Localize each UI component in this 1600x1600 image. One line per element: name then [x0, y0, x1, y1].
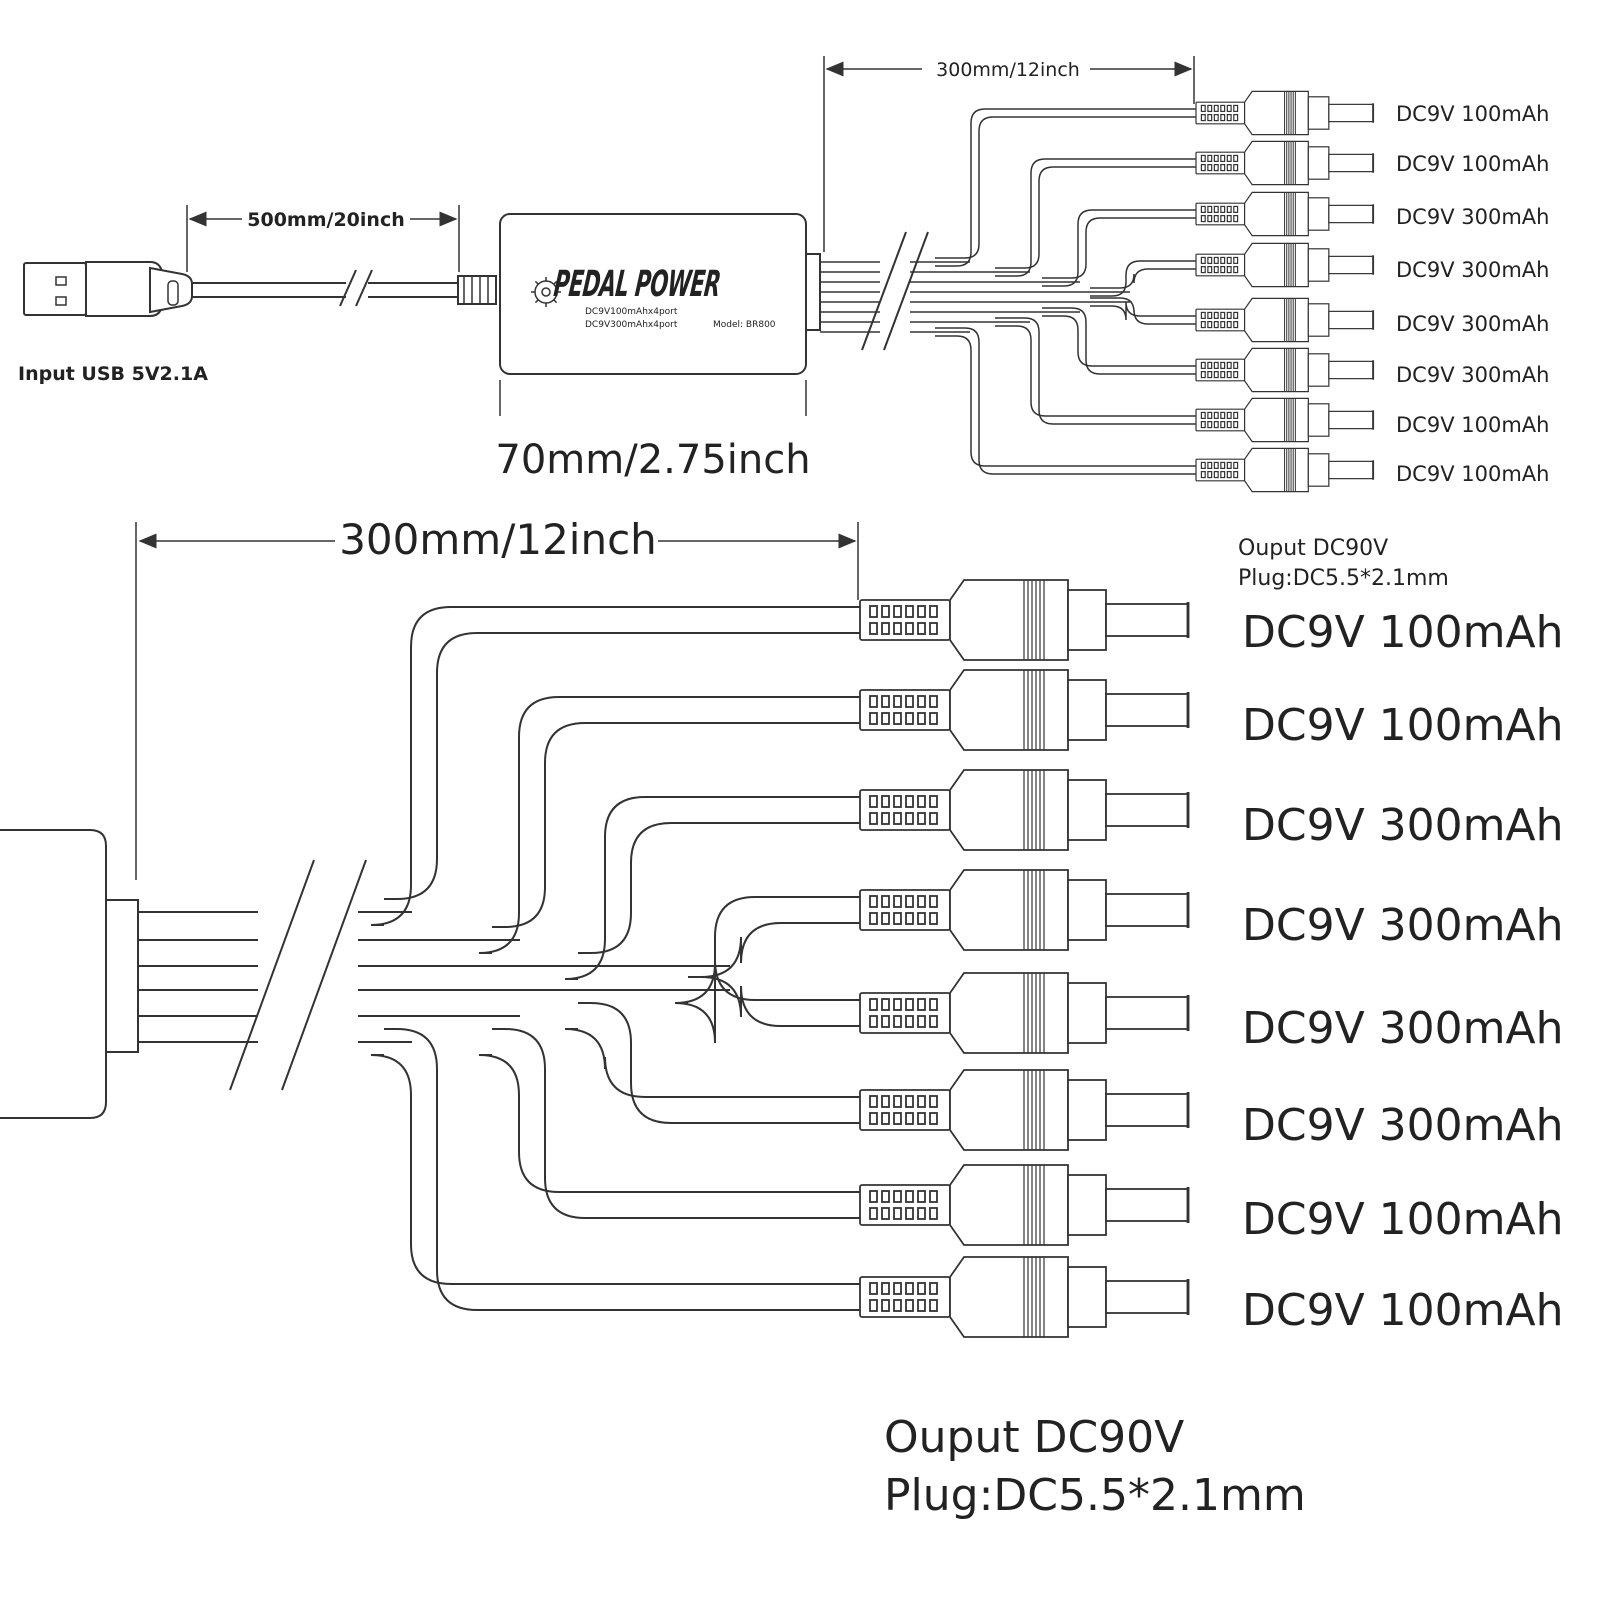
box-width-dimension: 70mm/2.75inch — [495, 380, 811, 483]
top-output-label: DC9V 300mAh — [1396, 205, 1549, 229]
box-model: Model: BR800 — [713, 320, 776, 330]
branch-dimension-detail: 300mm/12inch — [135, 515, 859, 880]
caption-line-2: Plug:DC5.5*2.1mm — [884, 1470, 1306, 1521]
brand-logo: PEDAL POWER — [552, 263, 722, 305]
branch-length-label-top: 300mm/12inch — [936, 59, 1080, 81]
detail-output-label: DC9V 100mAh — [1242, 700, 1564, 751]
top-output-label: DC9V 300mAh — [1396, 363, 1549, 387]
detail-plugs — [859, 579, 1190, 1338]
dc-plug — [1195, 297, 1375, 343]
top-output-label: DC9V 100mAh — [1396, 413, 1549, 437]
top-output-labels: DC9V 100mAh DC9V 100mAh DC9V 300mAh DC9V… — [1396, 102, 1549, 486]
detail-box — [0, 829, 139, 1119]
overview-diagram: 500mm/20inch Input USB 5V2.1A PEDAL POWE… — [18, 56, 1549, 493]
usb-cable — [192, 269, 497, 307]
cable-branch — [935, 327, 1196, 475]
detail-output-label: DC9V 300mAh — [1242, 800, 1564, 851]
caption-line-1: Ouput DC90V — [884, 1412, 1184, 1463]
cable-branch — [1090, 260, 1196, 297]
gear-icon — [531, 277, 561, 307]
usb-cable-dimension: 500mm/20inch — [186, 205, 460, 272]
dc-plug — [859, 1164, 1190, 1246]
cable-branch — [370, 1028, 860, 1311]
box-spec-line-2: DC9V300mAhx4port — [585, 320, 678, 330]
cable-branch — [1090, 297, 1196, 325]
cable-branch — [478, 696, 860, 954]
usb-plug — [23, 261, 193, 317]
dc-plug — [1195, 447, 1375, 493]
usb-input-label: Input USB 5V2.1A — [18, 363, 208, 385]
cable-branch — [935, 108, 1196, 267]
branch-dimension-top: 300mm/12inch — [823, 56, 1195, 252]
detail-trunk — [138, 859, 730, 1091]
dc-plug — [859, 579, 1190, 661]
top-output-label: DC9V 300mAh — [1396, 258, 1549, 282]
dc-plug — [859, 1256, 1190, 1338]
top-output-label: DC9V 100mAh — [1396, 462, 1549, 486]
top-branches — [935, 108, 1196, 475]
cable-branch — [478, 1028, 860, 1219]
cable-branch — [674, 896, 860, 1004]
cable-branch — [1042, 307, 1196, 375]
dc-plug — [1195, 397, 1375, 443]
top-trunk — [820, 231, 1130, 351]
dc-plug — [859, 669, 1190, 751]
dc-plug — [1195, 191, 1375, 237]
dc-plug — [1195, 347, 1375, 393]
dc-plug — [859, 869, 1190, 951]
top-output-label: DC9V 100mAh — [1396, 102, 1549, 126]
top-output-label: DC9V 100mAh — [1396, 152, 1549, 176]
dc-plug — [1195, 90, 1375, 136]
cable-branch — [1042, 209, 1196, 287]
box-width-label: 70mm/2.75inch — [495, 437, 810, 483]
detail-output-label: DC9V 300mAh — [1242, 1003, 1564, 1054]
detail-diagram: 300mm/12inch Ouput DC90V Plug:DC5.5*2.1m… — [0, 515, 1564, 1521]
cable-branch — [995, 158, 1196, 277]
detail-output-label: DC9V 300mAh — [1242, 1100, 1564, 1151]
dc-plug — [1195, 242, 1375, 288]
detail-output-label: DC9V 100mAh — [1242, 1194, 1564, 1245]
cable-branch — [564, 1002, 860, 1124]
small-caption-line-2: Plug:DC5.5*2.1mm — [1238, 566, 1449, 591]
splitter-box: PEDAL POWER DC9V100mAhx4port DC9V300mAhx… — [499, 213, 821, 375]
detail-output-labels: DC9V 100mAh DC9V 100mAh DC9V 300mAh DC9V… — [1242, 607, 1564, 1336]
dc-plug — [859, 1069, 1190, 1151]
cable-branch — [674, 959, 860, 1044]
usb-cable-length-label: 500mm/20inch — [247, 209, 404, 231]
box-spec-line-1: DC9V100mAhx4port — [585, 307, 678, 317]
cable-branch — [995, 317, 1196, 425]
dc-plug — [859, 972, 1190, 1054]
top-output-label: DC9V 300mAh — [1396, 312, 1549, 336]
small-caption-line-1: Ouput DC90V — [1238, 536, 1388, 561]
dc-plug — [1195, 140, 1375, 186]
top-plugs — [1195, 90, 1375, 493]
branch-length-label-detail: 300mm/12inch — [339, 515, 657, 564]
detail-branches — [370, 606, 860, 1311]
detail-output-label: DC9V 100mAh — [1242, 607, 1564, 658]
cable-branch — [370, 606, 860, 926]
detail-output-label: DC9V 300mAh — [1242, 900, 1564, 951]
dc-plug — [859, 769, 1190, 851]
cable-branch — [564, 796, 860, 980]
detail-output-label: DC9V 100mAh — [1242, 1285, 1564, 1336]
